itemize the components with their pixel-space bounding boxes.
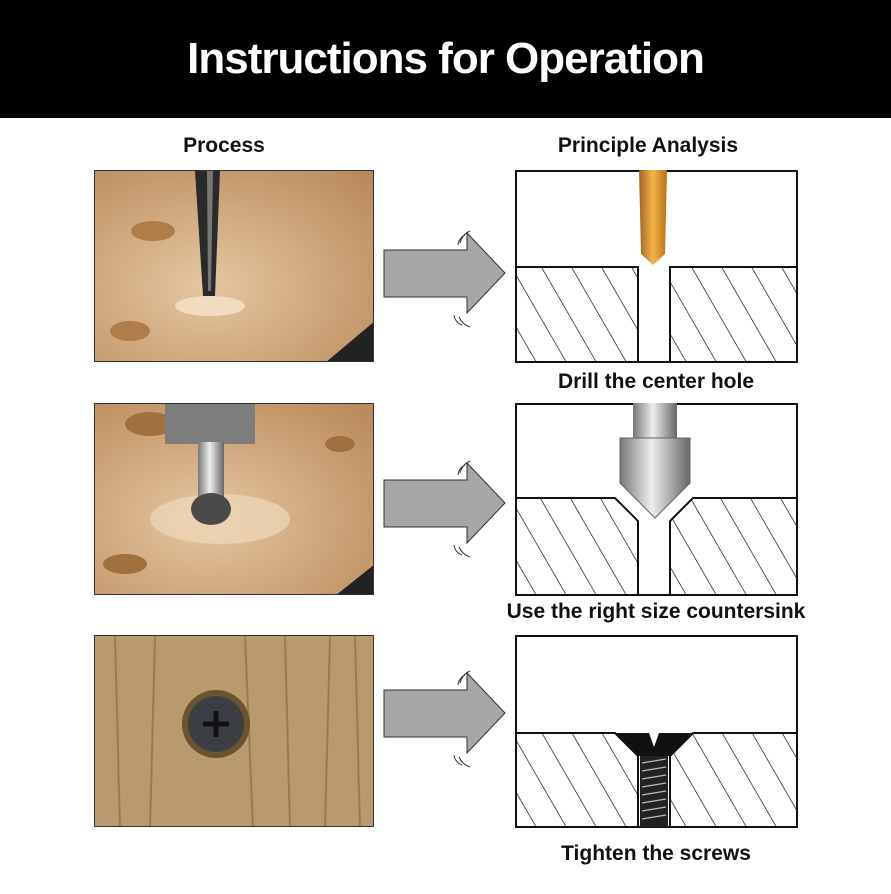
header-banner: Instructions for Operation [0, 0, 891, 118]
drill-hole-diagram [515, 170, 798, 363]
arrow-icon [380, 215, 510, 335]
analysis-column-heading: Principle Analysis [557, 134, 739, 157]
screw-diagram [515, 635, 798, 828]
screw-icon [615, 733, 693, 827]
countersink-bit-icon [619, 437, 691, 519]
drilling-photo [94, 170, 374, 362]
arrow-icon [380, 445, 510, 565]
screw-photo [94, 635, 374, 827]
drill-bit-icon [639, 170, 667, 265]
step-caption: Tighten the screws [561, 842, 751, 865]
arrow-icon [380, 655, 510, 775]
page-title: Instructions for Operation [187, 34, 705, 83]
countersink-photo [94, 403, 374, 595]
process-column-heading: Process [183, 134, 265, 157]
countersink-diagram [515, 403, 798, 596]
step-caption: Use the right size countersink [506, 600, 806, 623]
step-caption: Drill the center hole [557, 370, 755, 393]
